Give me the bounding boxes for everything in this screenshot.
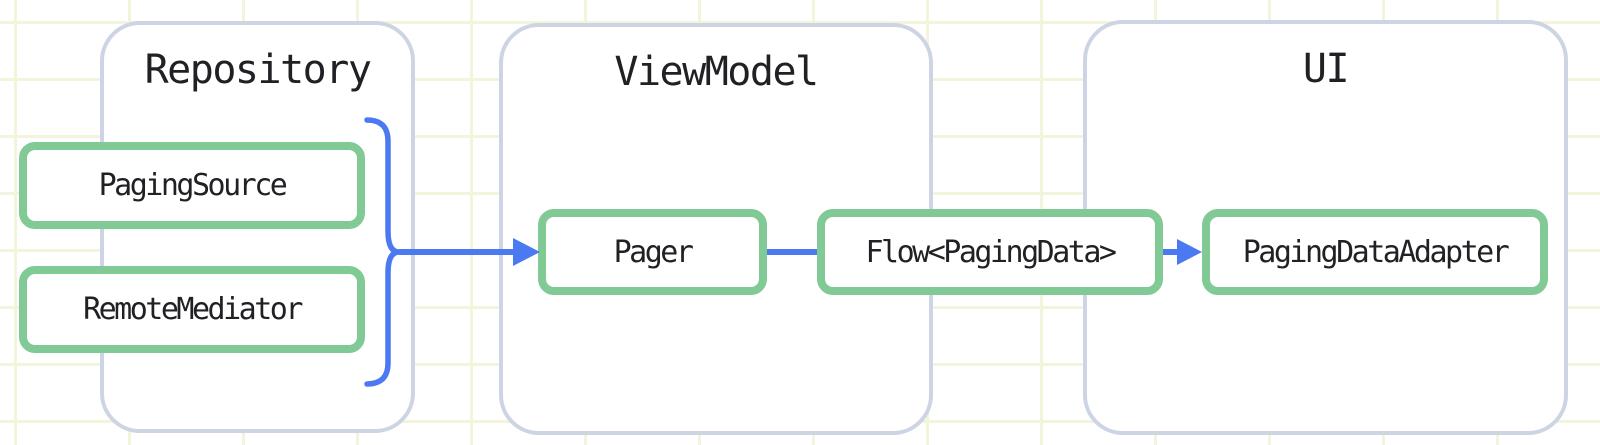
ui-title: UI: [1302, 46, 1350, 92]
remote-mediator-label: RemoteMediator: [83, 292, 303, 327]
flow-paging-data-node: Flow<PagingData>: [817, 209, 1163, 295]
flow-paging-data-label: Flow<PagingData>: [865, 234, 1117, 270]
paging-data-adapter-node: PagingDataAdapter: [1202, 209, 1548, 295]
pager-label: Pager: [613, 234, 694, 270]
pager-node: Pager: [538, 209, 767, 295]
paging-source-node: PagingSource: [19, 142, 365, 229]
paging-source-label: PagingSource: [98, 168, 288, 203]
remote-mediator-node: RemoteMediator: [19, 266, 365, 353]
paging-data-adapter-label: PagingDataAdapter: [1242, 234, 1510, 270]
repository-title: Repository: [144, 47, 372, 93]
viewmodel-title: ViewModel: [614, 49, 819, 95]
